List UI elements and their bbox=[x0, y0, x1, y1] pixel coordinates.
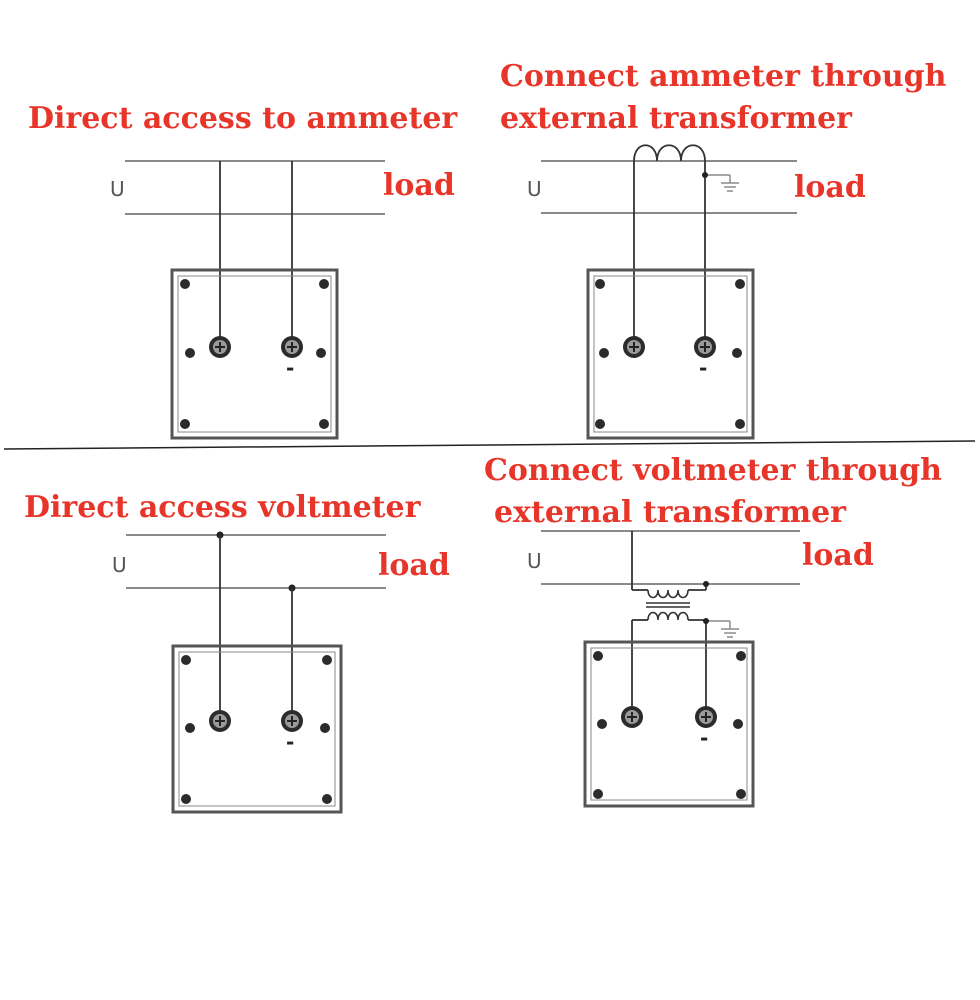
junction-dot bbox=[702, 172, 708, 178]
screw bbox=[736, 789, 746, 799]
terminal-minus bbox=[280, 335, 304, 359]
terminal-plus bbox=[208, 335, 232, 359]
ground-icon bbox=[720, 174, 740, 192]
load-label-ammeter-direct: load bbox=[383, 168, 455, 203]
screw bbox=[322, 655, 332, 665]
current-transformer-coil bbox=[633, 144, 706, 162]
screw bbox=[185, 348, 195, 358]
meter-inner-frame bbox=[178, 651, 336, 807]
screw bbox=[597, 719, 607, 729]
panel-voltmeter-direct: U - bbox=[112, 531, 386, 814]
panel-title-voltmeter-transformer-line2: external transformer bbox=[494, 495, 846, 530]
meter-inner-frame bbox=[177, 275, 332, 433]
terminal-minus bbox=[694, 705, 718, 729]
section-divider bbox=[3, 440, 976, 450]
voltage-transformer-secondary-coil bbox=[647, 611, 689, 621]
terminal-minus bbox=[693, 335, 717, 359]
screw bbox=[180, 279, 190, 289]
load-label-voltmeter-transformer: load bbox=[802, 538, 874, 573]
meter-body bbox=[170, 268, 339, 440]
panel-title-voltmeter-transformer-line1: Connect voltmeter through bbox=[484, 453, 942, 488]
panel-voltmeter-transformer: U - bbox=[527, 530, 800, 808]
minus-mark: - bbox=[700, 726, 708, 750]
screw bbox=[185, 723, 195, 733]
panel-title-ammeter-direct: Direct access to ammeter bbox=[28, 101, 458, 136]
line-label-u: U bbox=[110, 177, 125, 201]
panel-title-ammeter-transformer-line1: Connect ammeter through bbox=[500, 59, 947, 94]
screw bbox=[735, 279, 745, 289]
screw bbox=[593, 789, 603, 799]
screw bbox=[320, 723, 330, 733]
load-label-voltmeter-direct: load bbox=[378, 548, 450, 583]
panel-title-voltmeter-direct: Direct access voltmeter bbox=[24, 490, 421, 525]
junction-dot bbox=[703, 618, 709, 624]
meter-inner-frame bbox=[593, 275, 748, 433]
screw bbox=[595, 419, 605, 429]
line-label-u: U bbox=[527, 549, 542, 573]
screw bbox=[322, 794, 332, 804]
meter-body bbox=[171, 644, 343, 814]
screw bbox=[735, 419, 745, 429]
screw bbox=[593, 651, 603, 661]
screw bbox=[181, 794, 191, 804]
meter-body bbox=[586, 268, 755, 440]
load-label-ammeter-transformer: load bbox=[794, 170, 866, 205]
terminal-plus bbox=[622, 335, 646, 359]
terminal-plus bbox=[620, 705, 644, 729]
junction-dot bbox=[703, 581, 709, 587]
voltage-transformer-primary-coil bbox=[647, 589, 689, 599]
screw bbox=[736, 651, 746, 661]
terminal-plus bbox=[208, 709, 232, 733]
terminal-minus bbox=[280, 709, 304, 733]
ground-icon bbox=[720, 620, 740, 638]
panel-ammeter-direct: U - bbox=[110, 160, 385, 440]
screw bbox=[599, 348, 609, 358]
screw bbox=[316, 348, 326, 358]
meter-body bbox=[583, 640, 755, 808]
screw bbox=[595, 279, 605, 289]
screw bbox=[733, 719, 743, 729]
meter-inner-frame bbox=[590, 647, 748, 801]
minus-mark: - bbox=[286, 730, 294, 754]
screw bbox=[319, 279, 329, 289]
screw bbox=[180, 419, 190, 429]
panel-ammeter-transformer: U - bbox=[527, 144, 797, 440]
minus-mark: - bbox=[699, 356, 707, 380]
line-label-u: U bbox=[112, 553, 127, 577]
line-label-u: U bbox=[527, 177, 542, 201]
screw bbox=[732, 348, 742, 358]
panel-title-ammeter-transformer-line2: external transformer bbox=[500, 101, 852, 136]
minus-mark: - bbox=[286, 356, 294, 380]
screw bbox=[181, 655, 191, 665]
screw bbox=[319, 419, 329, 429]
